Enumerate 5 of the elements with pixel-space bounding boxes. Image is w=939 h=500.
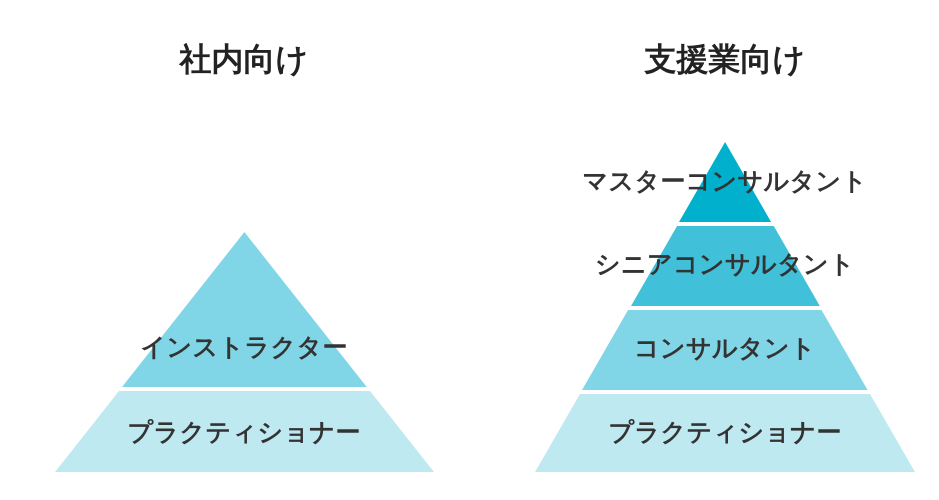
- tier-label: コンサルタント: [634, 332, 816, 364]
- column-heading: 社内向け: [180, 39, 308, 80]
- column-heading: 支援業向け: [644, 39, 806, 80]
- tier-label: プラクティショナー: [608, 416, 842, 448]
- tier-label: プラクティショナー: [128, 416, 360, 448]
